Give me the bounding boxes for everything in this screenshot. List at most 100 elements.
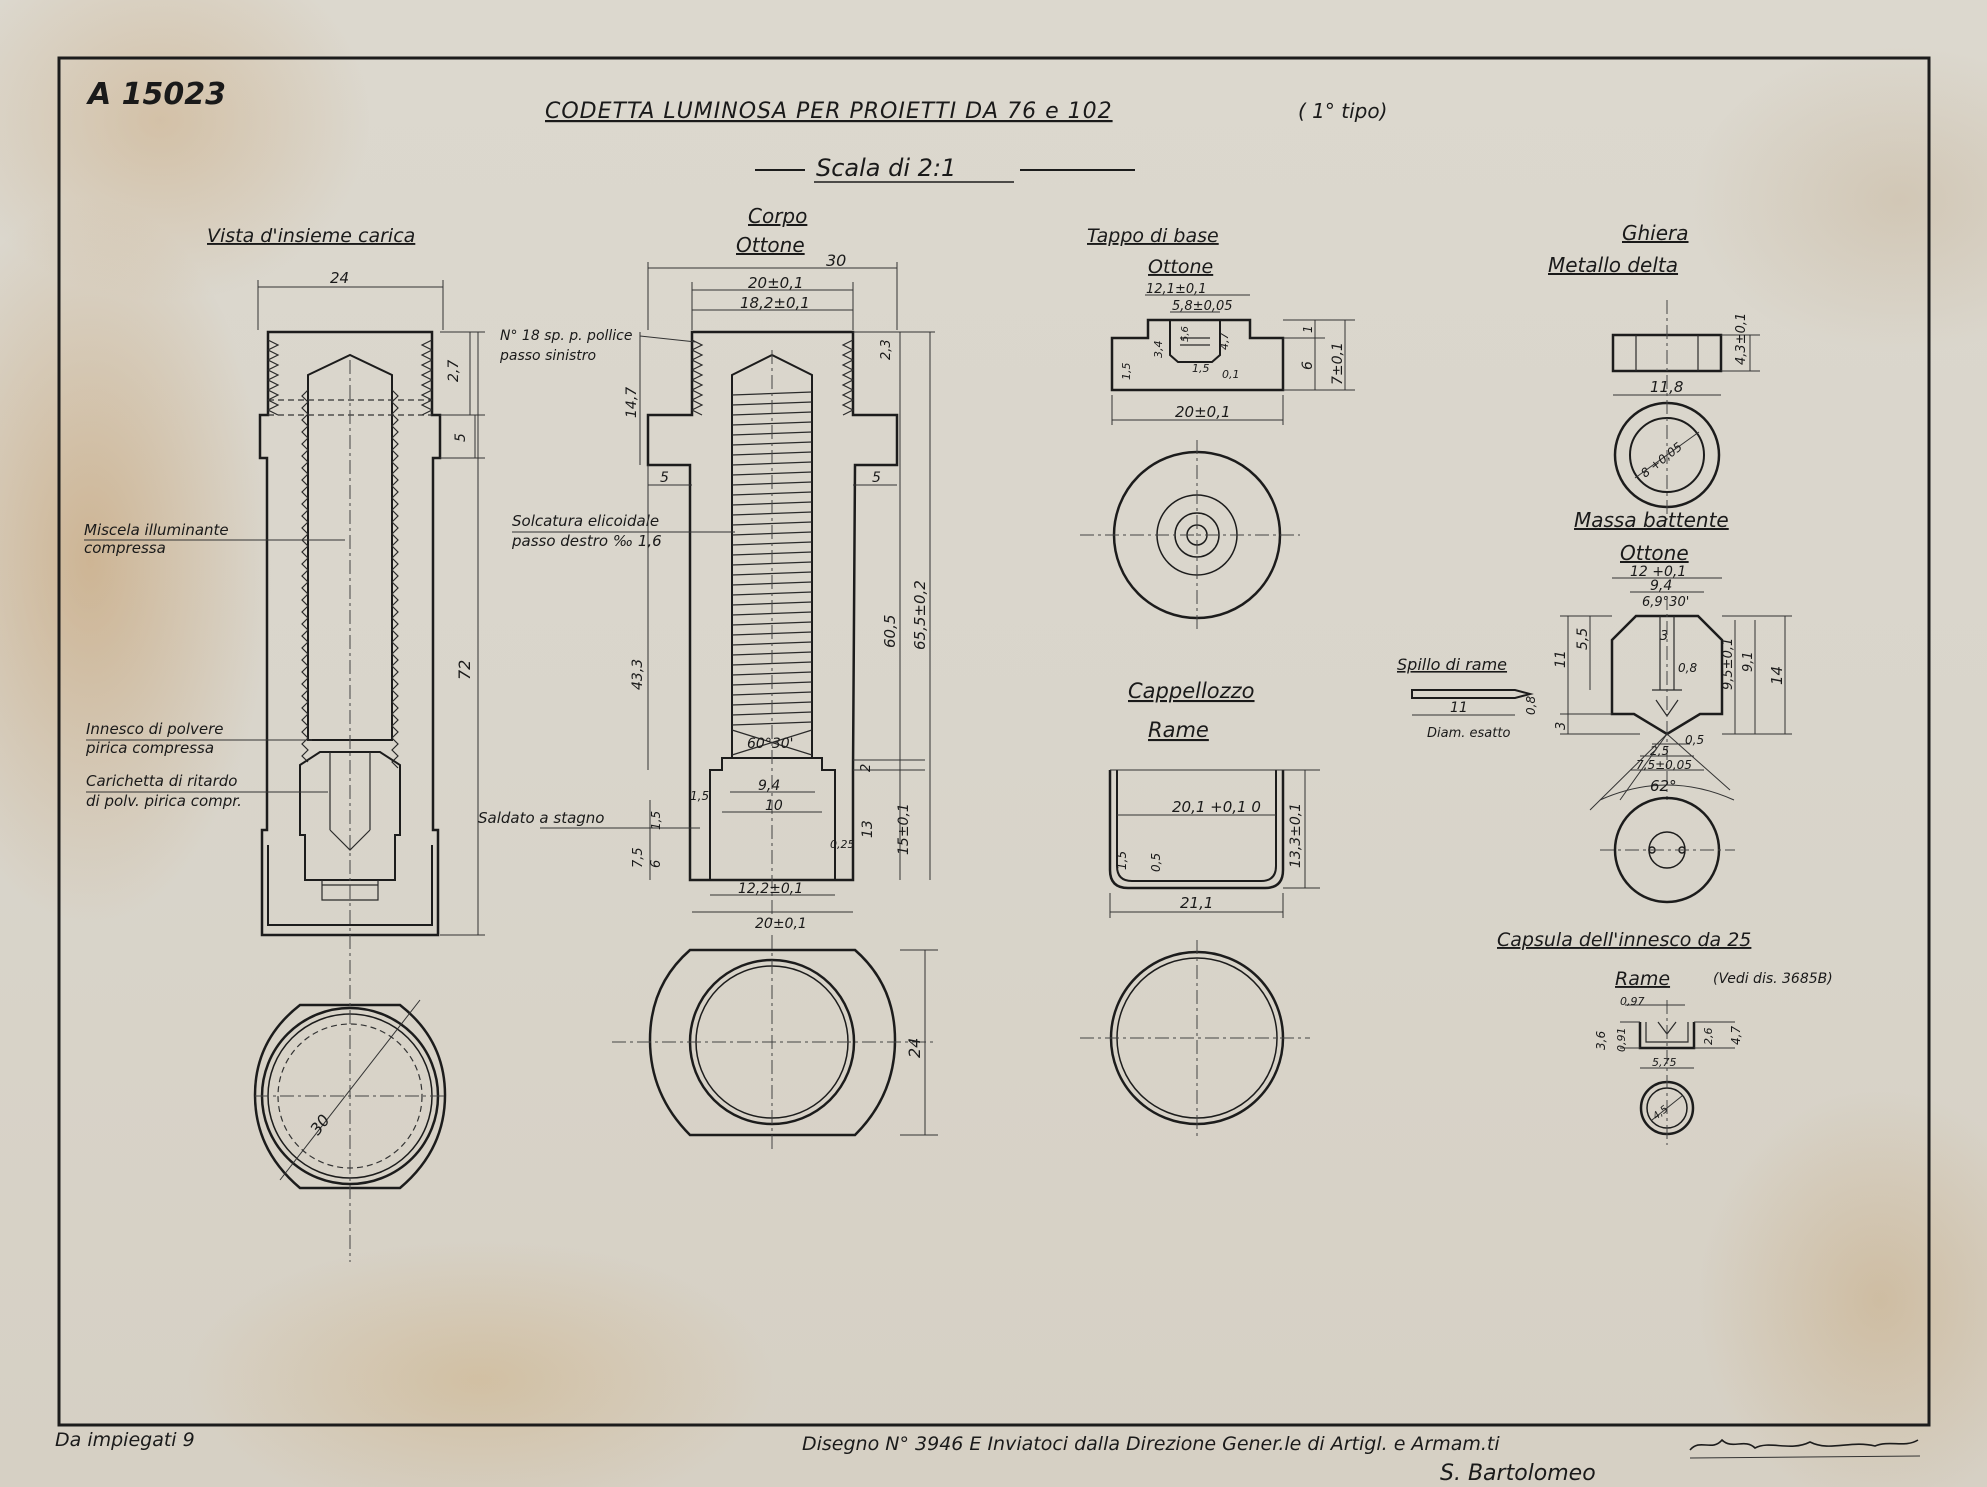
ring-dim-8: 8 +0,05: [1638, 440, 1685, 481]
assembly-outline: [258, 330, 442, 937]
cap-dim-1-5: 1,5: [1115, 851, 1129, 870]
footer-drawing-number: Disegno N° 3946 E Inviatoci dalla Direzi…: [802, 1433, 1500, 1455]
sheet-code: A 15023: [86, 77, 226, 112]
pin-shape: [1411, 689, 1534, 699]
striker-dim-62: 62°: [1650, 777, 1677, 795]
striker-dim-0-5: 0,5: [1685, 733, 1704, 747]
body-label-solder: Saldato a stagno: [478, 809, 604, 827]
striker-view: Massa battente Ottone 12 +0,1 9,4 6,9°30…: [1553, 508, 1792, 904]
cap-title: Cappellozzo: [1128, 679, 1255, 703]
base-plug-dim-6: 6: [1300, 361, 1316, 370]
assembly-title: Vista d'insieme carica: [207, 225, 415, 247]
assembly-dim-5: 5: [453, 433, 469, 442]
body-dim-5-right: 5: [872, 470, 881, 486]
base-plug-dim-20: 20±0,1: [1175, 403, 1231, 421]
body-dim-15: 15±0,1: [896, 803, 912, 855]
primer-cap-section: [1638, 1022, 1696, 1050]
assembly-bottom-view: [253, 1003, 447, 1190]
body-dim-12-2: 12,2±0,1: [738, 881, 803, 897]
primer-cap-material: Rame: [1615, 968, 1670, 990]
assembly-dim-24: 24: [330, 269, 349, 287]
ring-material: Metallo delta: [1548, 253, 1678, 277]
striker-dim-11: 11: [1553, 650, 1569, 668]
body-dim-43-3: 43,3: [630, 659, 646, 690]
striker-dim-9-1: 9,1: [1741, 651, 1756, 672]
cap-material: Rame: [1148, 718, 1209, 742]
pin-title: Spillo di rame: [1397, 655, 1507, 674]
primer-cap-dim-0-91: 0,91: [1615, 1028, 1628, 1053]
striker-dim-14: 14: [1768, 666, 1786, 685]
body-label-groove-1: Solcatura elicoidale: [512, 512, 659, 530]
primer-cap-dim-4-7: 4,7: [1729, 1026, 1743, 1045]
body-dim-65-5: 65,5±0,2: [911, 580, 929, 650]
base-plug-material: Ottone: [1148, 256, 1213, 278]
primer-cap-dim-0-97: 0,97: [1620, 995, 1645, 1008]
body-dim-18: 18,2±0,1: [740, 294, 810, 312]
body-material: Ottone: [736, 233, 805, 257]
body-title: Corpo: [748, 204, 807, 228]
footer-left-note: Da impiegati 9: [55, 1429, 195, 1451]
primer-cap-dim-3-6: 3,6: [1594, 1031, 1608, 1050]
body-view: Corpo Ottone 30 20±0,1 18,2±0,1: [478, 204, 938, 1150]
body-dim-2: 2: [859, 764, 874, 772]
base-plug-dim-0-1: 0,1: [1222, 368, 1240, 381]
body-dim-24: 24: [905, 1038, 924, 1058]
primer-cap-title: Capsula dell'innesco da 25: [1497, 929, 1751, 951]
primer-cap-dim-5-75: 5,75: [1652, 1056, 1677, 1069]
base-plug-dim-12-1: 12,1±0,1: [1146, 282, 1207, 297]
assembly-dim-30: 30: [306, 1111, 334, 1139]
primer-cap-view: Capsula dell'innesco da 25 Rame (Vedi di…: [1497, 929, 1833, 1145]
body-label-thread-1: N° 18 sp. p. pollice: [500, 328, 633, 344]
body-dim-0-25: 0,25: [830, 838, 855, 851]
body-dim-60-5: 60,5: [881, 615, 899, 648]
base-plug-view: Tappo di base Ottone 12,1±0,1 5,8±0,05 3…: [1080, 225, 1355, 630]
scale-label: Scala di 2:1: [816, 154, 956, 182]
body-dim-20-bottom: 20±0,1: [755, 916, 807, 932]
assembly-view: Vista d'insieme carica 24 2,7 5 72: [84, 225, 485, 1262]
ring-view: Ghiera Metallo delta 4,3±0,1 11,8 8 +0,0…: [1548, 221, 1760, 520]
pin-note: Diam. esatto: [1427, 726, 1510, 741]
cap-view: Cappellozzo Rame 20,1 +0,1 0 13,3±0,1 1,…: [1080, 679, 1320, 1140]
striker-dim-3-left: 3: [1554, 722, 1569, 730]
striker-dim-7-5: 7,5±0,05: [1636, 758, 1692, 772]
base-plug-dim-1: 1: [1301, 325, 1315, 333]
body-dim-2-3: 2,3: [879, 339, 894, 360]
assembly-label-delay-2: di polv. pirica compr.: [86, 792, 242, 810]
striker-dim-12: 12 +0,1: [1630, 564, 1686, 580]
sheet-title-suffix: ( 1° tipo): [1298, 99, 1387, 123]
ring-dim-4-3: 4,3±0,1: [1734, 313, 1749, 365]
footer-location: S. Bartolomeo: [1440, 1461, 1596, 1486]
body-dim-30: 30: [826, 251, 846, 270]
body-label-groove-2: passo destro ‰ 1,6: [511, 532, 662, 550]
cap-dim-21-1: 21,1: [1180, 894, 1213, 912]
body-dim-1-5: 1,5: [690, 789, 709, 803]
assembly-label-mixture-2: compressa: [84, 539, 166, 557]
assembly-dim-72: 72: [455, 660, 474, 680]
base-plug-dim-5-6: 5,6: [1180, 326, 1191, 342]
body-dim-14-7: 14,7: [624, 387, 640, 418]
base-plug-dim-3-4: 3,4: [1152, 341, 1165, 359]
primer-cap-dim-2-6: 2,6: [1702, 1028, 1715, 1046]
assembly-dim-27: 2,7: [446, 360, 462, 382]
primer-cap-ref: (Vedi dis. 3685B): [1713, 971, 1833, 987]
assembly-label-mixture-1: Miscela illuminante: [84, 521, 229, 539]
body-dim-9-4: 9,4: [758, 778, 780, 794]
striker-dim-5-5: 5,5: [1575, 628, 1591, 650]
body-dim-13: 13: [860, 820, 876, 838]
base-plug-dim-1-5-left: 1,5: [1120, 363, 1133, 381]
striker-material: Ottone: [1620, 541, 1689, 565]
base-plug-dim-7: 7±0,1: [1330, 342, 1346, 385]
body-outline: [646, 330, 899, 882]
assembly-label-delay-1: Carichetta di ritardo: [86, 772, 237, 790]
striker-dim-2-5: 2,5: [1650, 744, 1669, 758]
cap-dim-20-1: 20,1 +0,1 0: [1172, 798, 1261, 816]
body-dim-6: 6: [649, 860, 664, 868]
body-dim-20: 20±0,1: [748, 274, 804, 292]
drawing-frame: [57, 56, 1931, 1427]
body-dim-60deg: 60°30': [747, 736, 793, 752]
pin-dim-11: 11: [1450, 700, 1468, 716]
cap-dim-13-3: 13,3±0,1: [1288, 803, 1304, 868]
body-dim-7-5: 7,5: [631, 847, 646, 868]
pin-dim-0-8: 0,8: [1524, 696, 1538, 715]
